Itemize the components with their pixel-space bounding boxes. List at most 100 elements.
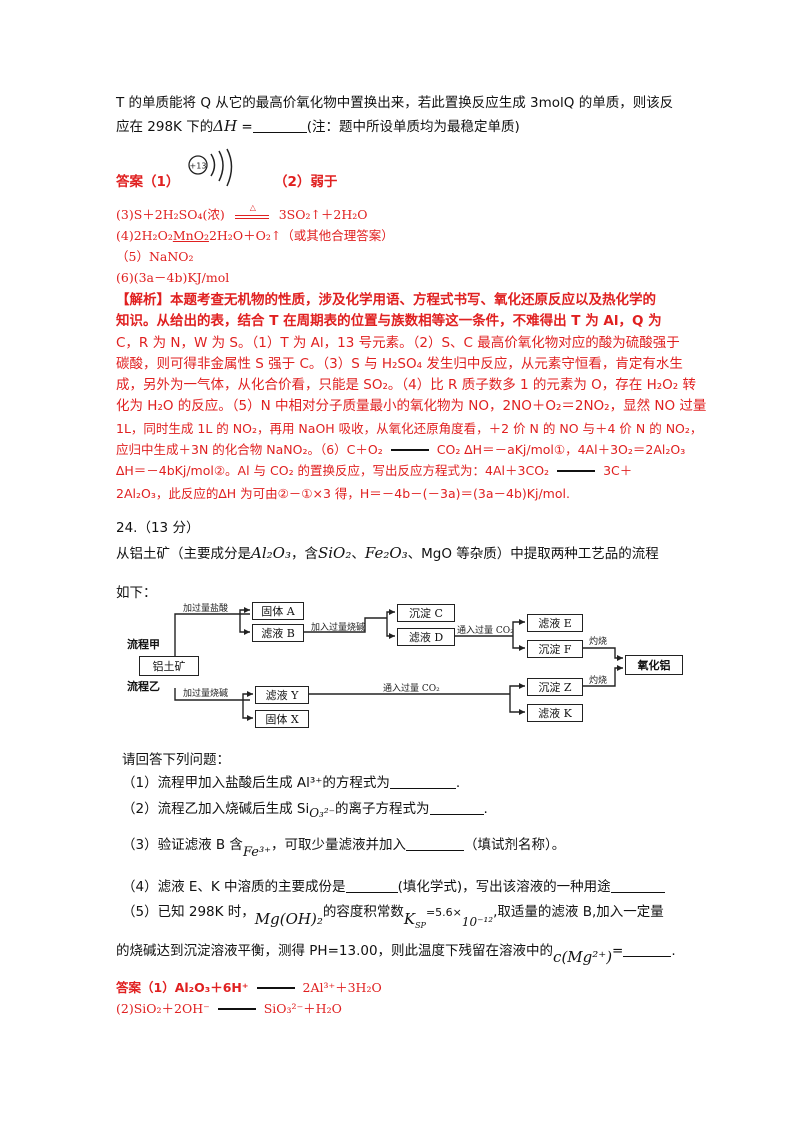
- arrow-head: [247, 691, 253, 697]
- analysis-line: 成，另外为一气体，从化合价看，只能是 SO₂。（4）比 R 质子数多 1 的元素…: [116, 377, 696, 394]
- answer-6: (6)(3a－4b)KJ/mol: [116, 270, 230, 285]
- mg-oh-2-formula: Mg(OH)₂: [254, 910, 323, 928]
- answer-label: 答案（1）: [116, 174, 180, 190]
- iron-ion: Fe³⁺: [242, 845, 272, 860]
- answer-3-post: 3SO₂↑＋2H₂O: [278, 207, 368, 222]
- electron-shell-1: [210, 153, 216, 177]
- question-5-post: ,取适量的滤液 B,加入一定量: [493, 904, 664, 920]
- analysis-block: 【解析】本题考查无机物的性质，涉及化学用语、方程式书写、氧化还原反应以及热化学的…: [116, 290, 707, 504]
- final-answer-1-pre: 答案（1）Al₂O₃＋6H⁺: [116, 980, 249, 995]
- question-5-dot: .: [671, 943, 676, 959]
- analysis-line: 1L，同时生成 1L 的 NO₂，再用 NaOH 吸收，从氧化还原角度看，＋2 …: [116, 420, 703, 436]
- reaction-bar: [557, 470, 596, 473]
- arrow-head: [617, 655, 623, 661]
- question-3-post: ，可取少量滤液并加入: [271, 837, 407, 853]
- question-2: （2）流程乙加入烧碱后生成 SiO₃²⁻的离子方程式为.: [122, 799, 488, 823]
- ksp-value: =5.6×: [425, 906, 462, 919]
- answer-part-2: （2）弱于: [274, 174, 338, 190]
- question-1-text: （1）流程甲加入盐酸后生成 Al³⁺的方程式为: [122, 775, 390, 791]
- answer-4-pre: (4)2H₂O₂: [116, 228, 173, 243]
- solid-x-box: 固体 X: [255, 710, 309, 728]
- electron-shell-3: [226, 148, 233, 187]
- question-5: （5）已知 298K 时，Mg(OH)₂的容度积常数KSP=5.6×10⁻¹²,…: [122, 902, 664, 936]
- ksp-k: K: [403, 910, 416, 928]
- heat-equals-sign: △: [234, 203, 269, 219]
- question-4-text: （4）滤液 E、K 中溶质的主要成份是: [122, 879, 346, 895]
- arrow-head: [389, 633, 395, 639]
- arrow-head: [389, 609, 395, 615]
- analysis-line: 【解析】本题考查无机物的性质，涉及化学用语、方程式书写、氧化还原反应以及热化学的: [116, 292, 656, 308]
- branch-bottom-line: [174, 688, 250, 701]
- analysis-line: 2Al₂O₃，此反应的∆H 为可由②－①×3 得，H＝－4b－(－3a)＝(3a…: [116, 485, 570, 501]
- arrow-head: [519, 709, 525, 715]
- question-2-pre: （2）流程乙加入烧碱后生成 Si: [122, 801, 310, 817]
- q24-title: 24.（13 分）: [116, 520, 200, 536]
- filtrate-y-box: 滤液 Y: [255, 686, 309, 704]
- co2-top-annotation: 通入过量 CO₂: [457, 626, 514, 636]
- intro-line-1: T 的单质能将 Q 从它的最高价氧化物中置换出来，若此置换反应生成 3molQ …: [116, 95, 674, 111]
- intro-line-2-pre: 应在 298K 下的: [116, 119, 214, 135]
- question-4: （4）滤液 E、K 中溶质的主要成份是(填化学式)，写出该溶液的一种用途: [122, 877, 665, 897]
- q2-blank: [429, 800, 484, 815]
- final-answer-1-post: 2Al³⁺＋3H₂O: [302, 980, 382, 995]
- final-answer-2: (2)SiO₂＋2OH⁻SiO₃²⁻＋H₂O: [116, 999, 342, 1019]
- question-2-end: .: [483, 801, 488, 817]
- question-3-end: （填试剂名称）。: [464, 837, 566, 853]
- q24-intro-pre: 从铝土矿（主要成分是: [116, 546, 251, 562]
- answer-3: (3)S＋2H₂SO₄(浓) △ 3SO₂↑＋2H₂O: [116, 203, 368, 225]
- ksp-sub: SP: [415, 921, 426, 930]
- final-answer-2-pre: (2)SiO₂＋2OH⁻: [116, 1001, 210, 1016]
- question-5-mid: 的容度积常数: [322, 904, 404, 920]
- q3-blank: [406, 836, 465, 851]
- nucleus-label: +13: [190, 162, 207, 171]
- analysis-line: 知识。从给出的表，结合 T 在周期表的位置与族数相等这一条件，不难得出 T 为 …: [116, 313, 662, 330]
- heat-mark: △: [249, 203, 256, 212]
- q1-blank: [389, 774, 456, 789]
- co2-bottom-annotation: 通入过量 CO₂: [383, 684, 440, 694]
- analysis-line: ∆H＝－4bKj/mol②。Al 与 CO₂ 的置换反应，写出反应方程式为：4A…: [116, 460, 696, 481]
- answer-4-post: 2H₂O＋O₂↑（或其他合理答案）: [208, 228, 394, 243]
- precip-f-box: 沉淀 F: [527, 640, 583, 658]
- naoh-annotation: 加过量烧碱: [183, 689, 229, 699]
- burn-bottom-annotation: 灼烧: [589, 676, 608, 686]
- q4-blank-1: [345, 878, 398, 893]
- atom-structure-diagram: +13: [188, 148, 233, 187]
- formula-al2o3: Al₂O₃: [251, 544, 291, 562]
- analysis-line-8-mid: CO₂ ∆H＝－aKj/mol①，4Al＋3O₂＝2Al₂O₃: [436, 442, 686, 458]
- answer-4: (4)2H₂O₂MnO₂2H₂O＋O₂↑（或其他合理答案）: [116, 226, 394, 246]
- arrow-head: [519, 619, 525, 625]
- burn-top-annotation: 灼烧: [589, 637, 608, 647]
- question-3-pre: （3）验证滤液 B 含: [122, 837, 243, 853]
- nucleus-circle: [188, 155, 208, 175]
- analysis-line: C，R 为 N，W 为 S。（1）T 为 Al，13 号元素。（2）S、C 最高…: [116, 334, 680, 351]
- question-1-end: .: [455, 775, 461, 791]
- question-5-line-2-text: 的烧碱达到沉淀溶液平衡，测得 PH=13.00，则此温度下残留在溶液中的: [116, 943, 554, 959]
- reaction-bar: [256, 987, 295, 989]
- formula-fe2o3: Fe₂O₃: [364, 544, 408, 562]
- silicate-ion: O₃²⁻: [309, 806, 335, 820]
- delta-h-symbol: ΔH: [213, 117, 238, 135]
- filtrate-k-box: 滤液 K: [527, 704, 583, 722]
- branch-top-line: [174, 613, 250, 658]
- mno2-catalyst: MnO₂: [172, 228, 209, 243]
- intro-blank: [252, 118, 307, 133]
- solid-a-box: 固体 A: [252, 602, 304, 620]
- intro-line-2-eq: =: [237, 119, 253, 135]
- analysis-line: 化为 H₂O 的反应。（5）N 中相对分子质量最小的氧化物为 NO，2NO＋O₂…: [116, 398, 707, 415]
- intro-line-2: 应在 298K 下的ΔH =(注：题中所设单质均为最稳定单质): [116, 116, 520, 137]
- q24-intro-mid2: 、MgO 等杂质）中提取两种工艺品的流程: [407, 546, 659, 562]
- question-1: （1）流程甲加入盐酸后生成 Al³⁺的方程式为.: [122, 773, 460, 793]
- precip-c-box: 沉淀 C: [397, 604, 455, 622]
- ksp-symbol: KSP: [403, 910, 426, 930]
- alumina-box: 氧化铝: [625, 655, 683, 675]
- arrow-head: [244, 629, 250, 635]
- arrow-head: [617, 665, 623, 671]
- ksp-power: 10⁻¹²: [461, 915, 494, 929]
- question-5-end: =: [612, 943, 624, 959]
- arrow-head: [519, 683, 525, 689]
- formula-sio2: SiO₂: [317, 544, 352, 562]
- arrow-head: [519, 645, 525, 651]
- flowchart-connectors: [174, 607, 623, 721]
- analysis-line-9-pre: ∆H＝－4bKj/mol②。Al 与 CO₂ 的置换反应，写出反应方程式为：4A…: [116, 463, 550, 479]
